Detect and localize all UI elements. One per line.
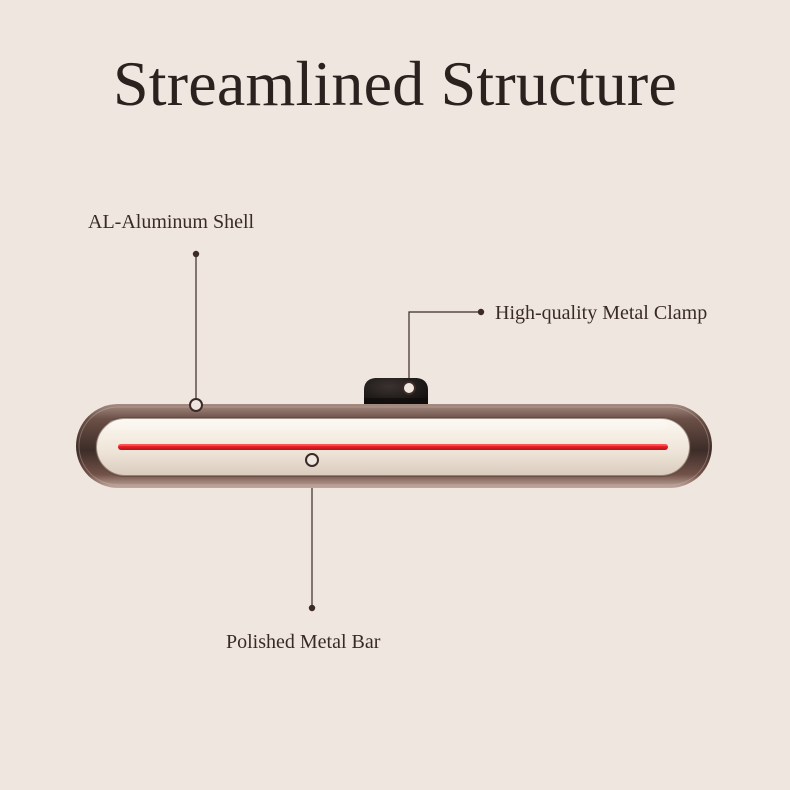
polished-metal-bar	[118, 444, 668, 450]
bar-leader-dot	[308, 604, 316, 612]
callout-label-clamp: High-quality Metal Clamp	[495, 302, 708, 324]
metal-clamp	[364, 378, 428, 406]
leader-dots	[192, 250, 485, 612]
shell-leader-dot	[192, 250, 200, 258]
page-title: Streamlined Structure	[112, 48, 678, 119]
callout-label-shell: AL-Aluminum Shell	[88, 211, 255, 233]
clamp-leader-dot	[477, 308, 485, 316]
aluminum-shell	[76, 404, 712, 488]
clamp-leader-line	[408, 311, 481, 386]
clamp-callout-ring	[402, 381, 416, 395]
callout-rings	[189, 381, 416, 467]
callout-label-bar: Polished Metal Bar	[226, 631, 381, 653]
shell-callout-ring	[189, 398, 203, 412]
bar-callout-ring	[305, 453, 319, 467]
